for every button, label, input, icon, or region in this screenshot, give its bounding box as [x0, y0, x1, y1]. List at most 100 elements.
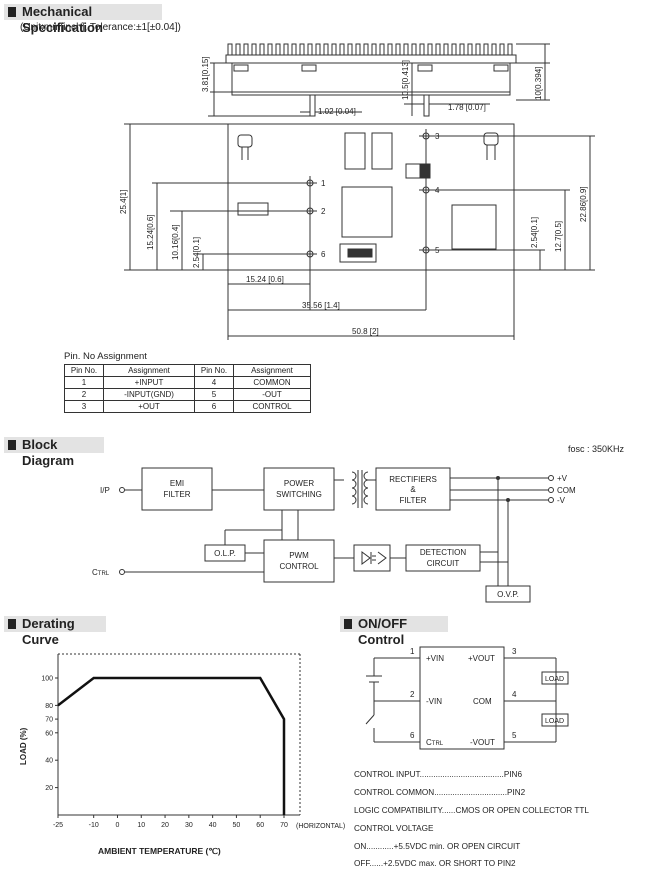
x-tick-label: 50 — [233, 822, 241, 829]
diode-mark — [419, 163, 431, 179]
table-header-row: Pin No. Assignment Pin No. Assignment — [64, 364, 311, 377]
onoff-pin-5: 5 — [512, 731, 517, 740]
rect-label-3: FILTER — [400, 496, 427, 505]
table-cell: COMMON — [233, 376, 311, 389]
spec-line-control-voltage: CONTROL VOLTAGE — [354, 824, 434, 833]
table-cell: 1 — [64, 376, 104, 389]
detection-label-1: DETECTION — [420, 548, 466, 557]
out-v-label: +V — [557, 474, 568, 483]
pin-label-6: 6 — [321, 250, 326, 259]
dim-105: 10.5[0.413] — [401, 60, 410, 100]
power-label-1: POWER — [284, 479, 314, 488]
table-cell: +OUT — [103, 400, 195, 413]
vout-neg-label: -VOUT — [470, 738, 495, 747]
emi-label-2: FILTER — [164, 490, 191, 499]
onoff-pin-2: 2 — [410, 690, 415, 699]
block-diagram — [119, 467, 554, 603]
pwm-label-2: CONTROL — [279, 562, 319, 571]
section-mechanical: Mechanical Specification — [4, 4, 162, 35]
spec-line-logic: LOGIC COMPATIBILITY......CMOS OR OPEN CO… — [354, 806, 589, 815]
table-cell: -INPUT(GND) — [103, 388, 195, 401]
x-axis-label: AMBIENT TEMPERATURE (℃) — [98, 846, 221, 856]
pin-label-5: 5 — [435, 246, 440, 255]
x-tick-label: 0 — [116, 822, 120, 829]
dim-254r: 2.54[0.1] — [530, 217, 539, 248]
dim-178: 1.78 [0.07] — [448, 103, 486, 112]
table-row: 2 -INPUT(GND) 5 -OUT — [64, 388, 311, 401]
table-cell: 6 — [194, 400, 234, 413]
spec-line-on: ON............+5.5VDC min. OR OPEN CIRCU… — [354, 842, 521, 851]
table-row: 1 +INPUT 4 COMMON — [64, 376, 311, 389]
x-tick-label: 40 — [209, 822, 217, 829]
table-cell: 2 — [64, 388, 104, 401]
dim-1524v: 15.24[0.6] — [146, 214, 155, 250]
section-block-diagram: Block Diagram — [4, 437, 104, 468]
dim-508: 50.8 [2] — [352, 327, 379, 336]
x-tick-label: 10 — [137, 822, 145, 829]
top-view — [124, 123, 595, 340]
y-tick-label: 80 — [45, 703, 53, 710]
table-cell: 4 — [194, 376, 234, 389]
dim-228: 22.86[0.9] — [579, 186, 588, 222]
dim-102: 1.02 [0.04] — [318, 107, 356, 116]
load-label-1: LOAD — [545, 676, 564, 683]
out-neg-label: -V — [557, 496, 566, 505]
x-tick-label: 70 — [280, 822, 288, 829]
onoff-pin-1: 1 — [410, 647, 415, 656]
y-tick-label: 40 — [45, 758, 53, 765]
section-title: Derating Curve — [22, 616, 75, 647]
y-tick-label: 20 — [45, 785, 53, 792]
dim-1524h: 15.24 [0.6] — [246, 275, 284, 284]
derating-axes — [57, 653, 301, 816]
section-title: Block Diagram — [22, 437, 75, 468]
ip-label: I/P — [100, 486, 110, 495]
pwm-label-1: PWM — [289, 551, 309, 560]
junction-dots — [496, 476, 510, 502]
spec-line-off: OFF......+2.5VDC max. OR SHORT TO PIN2 — [354, 859, 516, 868]
pin-assignment-table: Pin No. Assignment Pin No. Assignment 1 … — [64, 364, 311, 413]
section-onoff: ON/OFF Control — [340, 616, 448, 647]
x-tick-label: 30 — [185, 822, 193, 829]
col-header: Pin No. — [64, 364, 104, 377]
vin-neg-label: -VIN — [426, 697, 442, 706]
pin-label-3: 3 — [435, 132, 440, 141]
table-row: 3 +OUT 6 CONTROL — [64, 400, 311, 413]
x-tick-label: -10 — [89, 822, 99, 829]
spec-line-control-common: CONTROL COMMON..........................… — [354, 788, 526, 797]
pin-label-4: 4 — [435, 186, 440, 195]
vout-pos-label: +VOUT — [468, 654, 495, 663]
rect-label-2: & — [410, 485, 416, 494]
y-tick-label: 70 — [45, 717, 53, 724]
dim-1016: 10.16[0.4] — [171, 224, 180, 260]
com-label: COM — [473, 697, 492, 706]
x-tick-label: 60 — [256, 822, 264, 829]
col-header: Assignment — [103, 364, 195, 377]
section-title: ON/OFF Control — [358, 616, 408, 647]
spec-line-control-input: CONTROL INPUT...........................… — [354, 770, 523, 779]
table-cell: -OUT — [233, 388, 311, 401]
unit-note: (Unit:mm[inch], Tolerance:±1[±0.04]) — [20, 22, 181, 33]
olp-label: O.L.P. — [214, 549, 236, 558]
pin-table-caption: Pin. No Assignment — [64, 351, 147, 362]
onoff-pin-3: 3 — [512, 647, 517, 656]
x-axis-horizontal-note: (HORIZONTAL) — [296, 823, 345, 830]
pin-label-1: 1 — [321, 179, 326, 188]
col-header: Pin No. — [194, 364, 234, 377]
emi-label-1: EMI — [170, 479, 184, 488]
dim-127: 12.7[0.5] — [554, 221, 563, 252]
section-derating: Derating Curve — [4, 616, 106, 647]
onoff-pin-4: 4 — [512, 690, 517, 699]
smd-component — [347, 248, 373, 258]
ovp-label: O.V.P. — [497, 590, 519, 599]
derating-series-line — [57, 676, 286, 815]
onoff-pin-6: 6 — [410, 731, 415, 740]
x-tick-marks — [57, 815, 285, 818]
load-label-2: LOAD — [545, 718, 564, 725]
fosc-label: fosc : 350KHz — [568, 444, 625, 454]
dim-254a: 25.4[1] — [119, 190, 128, 214]
onoff-ctrl-label: CTRL — [426, 738, 444, 747]
pin-label-2: 2 — [321, 207, 326, 216]
table-cell: 3 — [64, 400, 104, 413]
